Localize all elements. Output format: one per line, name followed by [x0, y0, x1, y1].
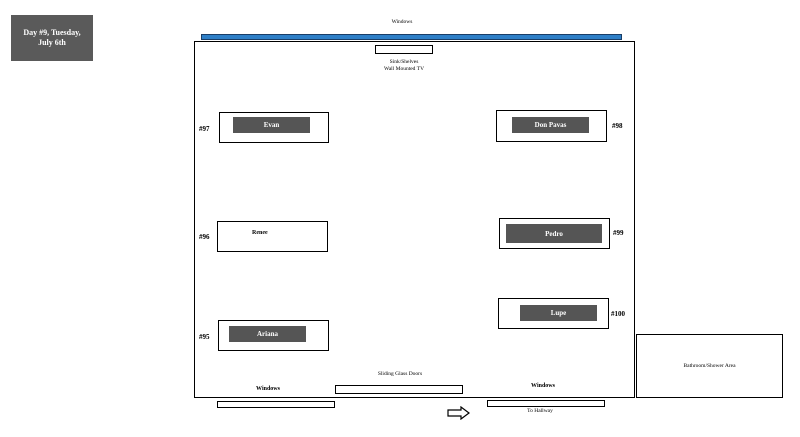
bed-number-95: #95 — [199, 333, 210, 341]
sliding-glass-doors[interactable] — [335, 385, 463, 394]
bed-99[interactable]: Pedro — [499, 218, 610, 249]
sink-shelves-box — [375, 45, 433, 54]
bed-number-98: #98 — [612, 122, 623, 130]
bottom-right-window — [487, 400, 605, 407]
sink-label-line2: Wall Mounted TV — [383, 66, 425, 72]
bed-number-97: #97 — [199, 125, 210, 133]
arrow-right-icon[interactable] — [447, 406, 471, 420]
bed-name-plate: Ariana — [229, 326, 306, 342]
bed-95[interactable]: Ariana — [218, 320, 329, 351]
bed-name-plate: Evan — [233, 117, 310, 133]
bathroom-area[interactable]: Bathroom/Shower Area — [636, 334, 783, 398]
bed-100[interactable]: Lupe — [498, 298, 609, 329]
bed-name-plate: Pedro — [506, 224, 602, 243]
top-windows-label: Windows — [391, 19, 413, 25]
hallway-label: To Hallway — [527, 408, 553, 414]
bathroom-label: Bathroom/Shower Area — [683, 363, 736, 369]
day-label: Day #9, Tuesday, July 6th — [11, 15, 93, 61]
sink-label-line1: Sink/Shelves — [389, 59, 419, 65]
bed-name-plate: Don Pavas — [512, 117, 589, 133]
bed-number-96: #96 — [199, 233, 210, 241]
bed-97[interactable]: Evan — [219, 112, 329, 143]
bottom-left-window — [217, 401, 335, 408]
room-outline — [194, 41, 635, 398]
bottom-right-windows-label: Windows — [531, 383, 555, 389]
bed-number-100: #100 — [611, 310, 625, 318]
bed-number-99: #99 — [613, 229, 624, 237]
bed-96[interactable]: Renee — [217, 221, 328, 252]
bed-name-plate: Lupe — [520, 305, 597, 321]
bed-name-text: Renee — [252, 230, 268, 236]
bottom-left-windows-label: Windows — [256, 386, 280, 392]
top-window-bar — [201, 34, 622, 40]
sliding-doors-label: Sliding Glass Doors — [377, 371, 423, 377]
bed-98[interactable]: Don Pavas — [496, 110, 607, 142]
